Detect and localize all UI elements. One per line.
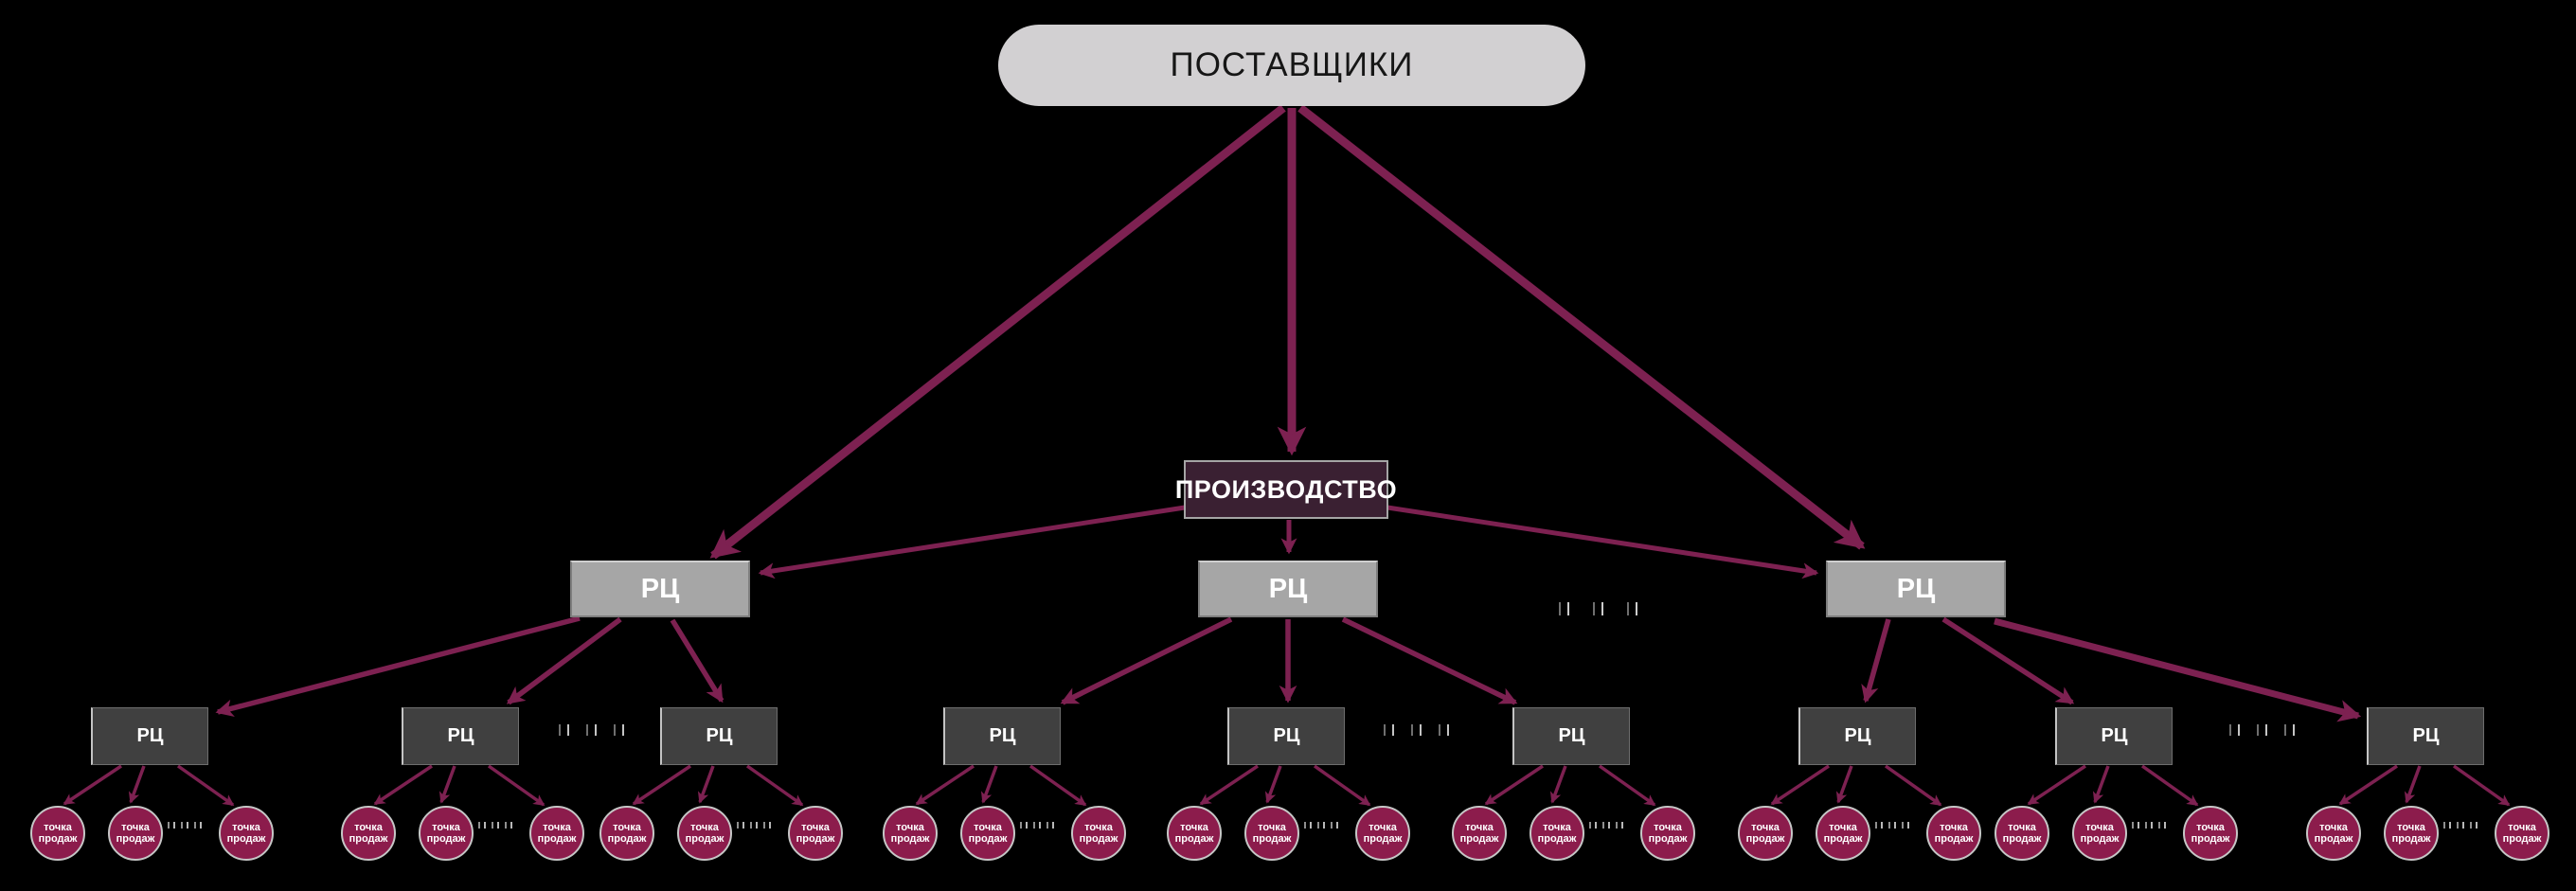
node-production: ПРОИЗВОДСТВО — [1175, 460, 1397, 519]
node-dc-level1-right: РЦ — [1826, 561, 2006, 617]
arrow-dcleft-to-dc2-3 — [670, 618, 724, 704]
node-dc-level2-3: РЦ — [660, 707, 778, 765]
pos-group-1: точка продаж точка продаж точка продаж — [27, 806, 274, 864]
node-point-of-sale: точка продаж — [1926, 806, 1981, 861]
node-dc-level2-8: РЦ — [2055, 707, 2173, 765]
node-dc-level2-7: РЦ — [1798, 707, 1916, 765]
node-point-of-sale: точка продаж — [1738, 806, 1793, 861]
node-dc-level2-5: РЦ — [1227, 707, 1345, 765]
node-point-of-sale: точка продаж — [219, 806, 274, 861]
node-point-of-sale: точка продаж — [1640, 806, 1695, 861]
node-point-of-sale: точка продаж — [960, 806, 1015, 861]
ellipsis-separator-pos — [2443, 822, 2478, 829]
node-point-of-sale: точка продаж — [529, 806, 584, 861]
node-dc-level1-middle: РЦ — [1198, 561, 1378, 617]
arrows-dc2-1-to-pos — [64, 766, 233, 805]
node-point-of-sale: точка продаж — [1071, 806, 1126, 861]
ellipsis-separator-pos — [1875, 822, 1909, 829]
node-dc-level2-2: РЦ — [402, 707, 519, 765]
node-point-of-sale: точка продаж — [677, 806, 732, 861]
pos-group-9: точка продаж точка продаж точка продаж — [2302, 806, 2549, 864]
arrows-dc2-9-to-pos — [2340, 766, 2509, 805]
node-dc-level2-1: РЦ — [91, 707, 208, 765]
node-point-of-sale: точка продаж — [1355, 806, 1410, 861]
pos-group-4: точка продаж точка продаж точка продаж — [879, 806, 1126, 864]
arrow-dcmid-to-dc2-6 — [1341, 616, 1518, 705]
node-point-of-sale: точка продаж — [1452, 806, 1507, 861]
pos-group-7: точка продаж точка продаж точка продаж — [1734, 806, 1981, 864]
pos-group-2: точка продаж точка продаж точка продаж — [337, 806, 584, 864]
arrows-dc2-6-to-pos — [1486, 766, 1655, 805]
node-point-of-sale: точка продаж — [788, 806, 843, 861]
node-dc-level2-9: РЦ — [2367, 707, 2484, 765]
pos-group-6: точка продаж точка продаж точка продаж — [1448, 806, 1695, 864]
ellipsis-separator-level2-b — [1384, 724, 1449, 736]
ellipsis-separator-pos — [478, 822, 512, 829]
node-point-of-sale: точка продаж — [2495, 806, 2549, 861]
node-point-of-sale: точка продаж — [2384, 806, 2439, 861]
arrow-dcright-to-dc2-7 — [1861, 618, 1891, 704]
ellipsis-separator-pos — [168, 822, 202, 829]
node-point-of-sale: точка продаж — [2183, 806, 2238, 861]
node-point-of-sale: точка продаж — [599, 806, 654, 861]
node-point-of-sale: точка продаж — [1816, 806, 1870, 861]
node-dc-level2-6: РЦ — [1512, 707, 1630, 765]
arrow-dcright-to-dc2-8 — [1941, 616, 2075, 705]
ellipsis-separator-pos — [737, 822, 771, 829]
arrows-dc2-2-to-pos — [375, 766, 544, 805]
node-point-of-sale: точка продаж — [1995, 806, 2049, 861]
node-point-of-sale: точка продаж — [419, 806, 474, 861]
arrow-suppliers-to-dc-right — [1297, 104, 1866, 550]
ellipsis-separator-level2-c — [2229, 724, 2295, 736]
node-suppliers: ПОСТАВЩИКИ — [998, 25, 1585, 106]
arrows-dc2-3-to-pos — [634, 766, 802, 805]
arrow-dcright-to-dc2-9 — [1994, 617, 2362, 722]
node-point-of-sale: точка продаж — [108, 806, 163, 861]
arrows-dc2-7-to-pos — [1772, 766, 1941, 805]
ellipsis-separator-pos — [2132, 822, 2166, 829]
pos-group-3: точка продаж точка продаж точка продаж — [596, 806, 843, 864]
arrows-dc2-8-to-pos — [2029, 766, 2197, 805]
arrows-dc2-5-to-pos — [1201, 766, 1369, 805]
node-point-of-sale: точка продаж — [883, 806, 938, 861]
node-point-of-sale: точка продаж — [30, 806, 85, 861]
arrow-production-to-dc-left — [758, 505, 1186, 579]
node-point-of-sale: точка продаж — [2072, 806, 2127, 861]
arrow-dcleft-to-dc2-1 — [215, 615, 581, 718]
node-point-of-sale: точка продаж — [1530, 806, 1584, 861]
node-dc-level1-left: РЦ — [570, 561, 750, 617]
ellipsis-separator-level1 — [1559, 602, 1637, 615]
ellipsis-separator-pos — [1589, 822, 1623, 829]
ellipsis-separator-pos — [1020, 822, 1054, 829]
node-point-of-sale: точка продаж — [2306, 806, 2361, 861]
arrow-dcleft-to-dc2-2 — [506, 616, 622, 705]
node-point-of-sale: точка продаж — [1244, 806, 1299, 861]
pos-group-5: точка продаж точка продаж точка продаж — [1163, 806, 1410, 864]
arrow-suppliers-to-dc-left — [709, 104, 1286, 560]
arrow-dcmid-to-dc2-4 — [1060, 616, 1233, 705]
ellipsis-separator-level2-a — [559, 724, 624, 736]
ellipsis-separator-pos — [1304, 822, 1338, 829]
node-point-of-sale: точка продаж — [341, 806, 396, 861]
node-point-of-sale: точка продаж — [1167, 806, 1222, 861]
arrow-production-to-dc-right — [1386, 505, 1819, 579]
pos-group-8: точка продаж точка продаж точка продаж — [1991, 806, 2238, 864]
node-dc-level2-4: РЦ — [943, 707, 1061, 765]
arrows-dc2-4-to-pos — [917, 766, 1085, 805]
